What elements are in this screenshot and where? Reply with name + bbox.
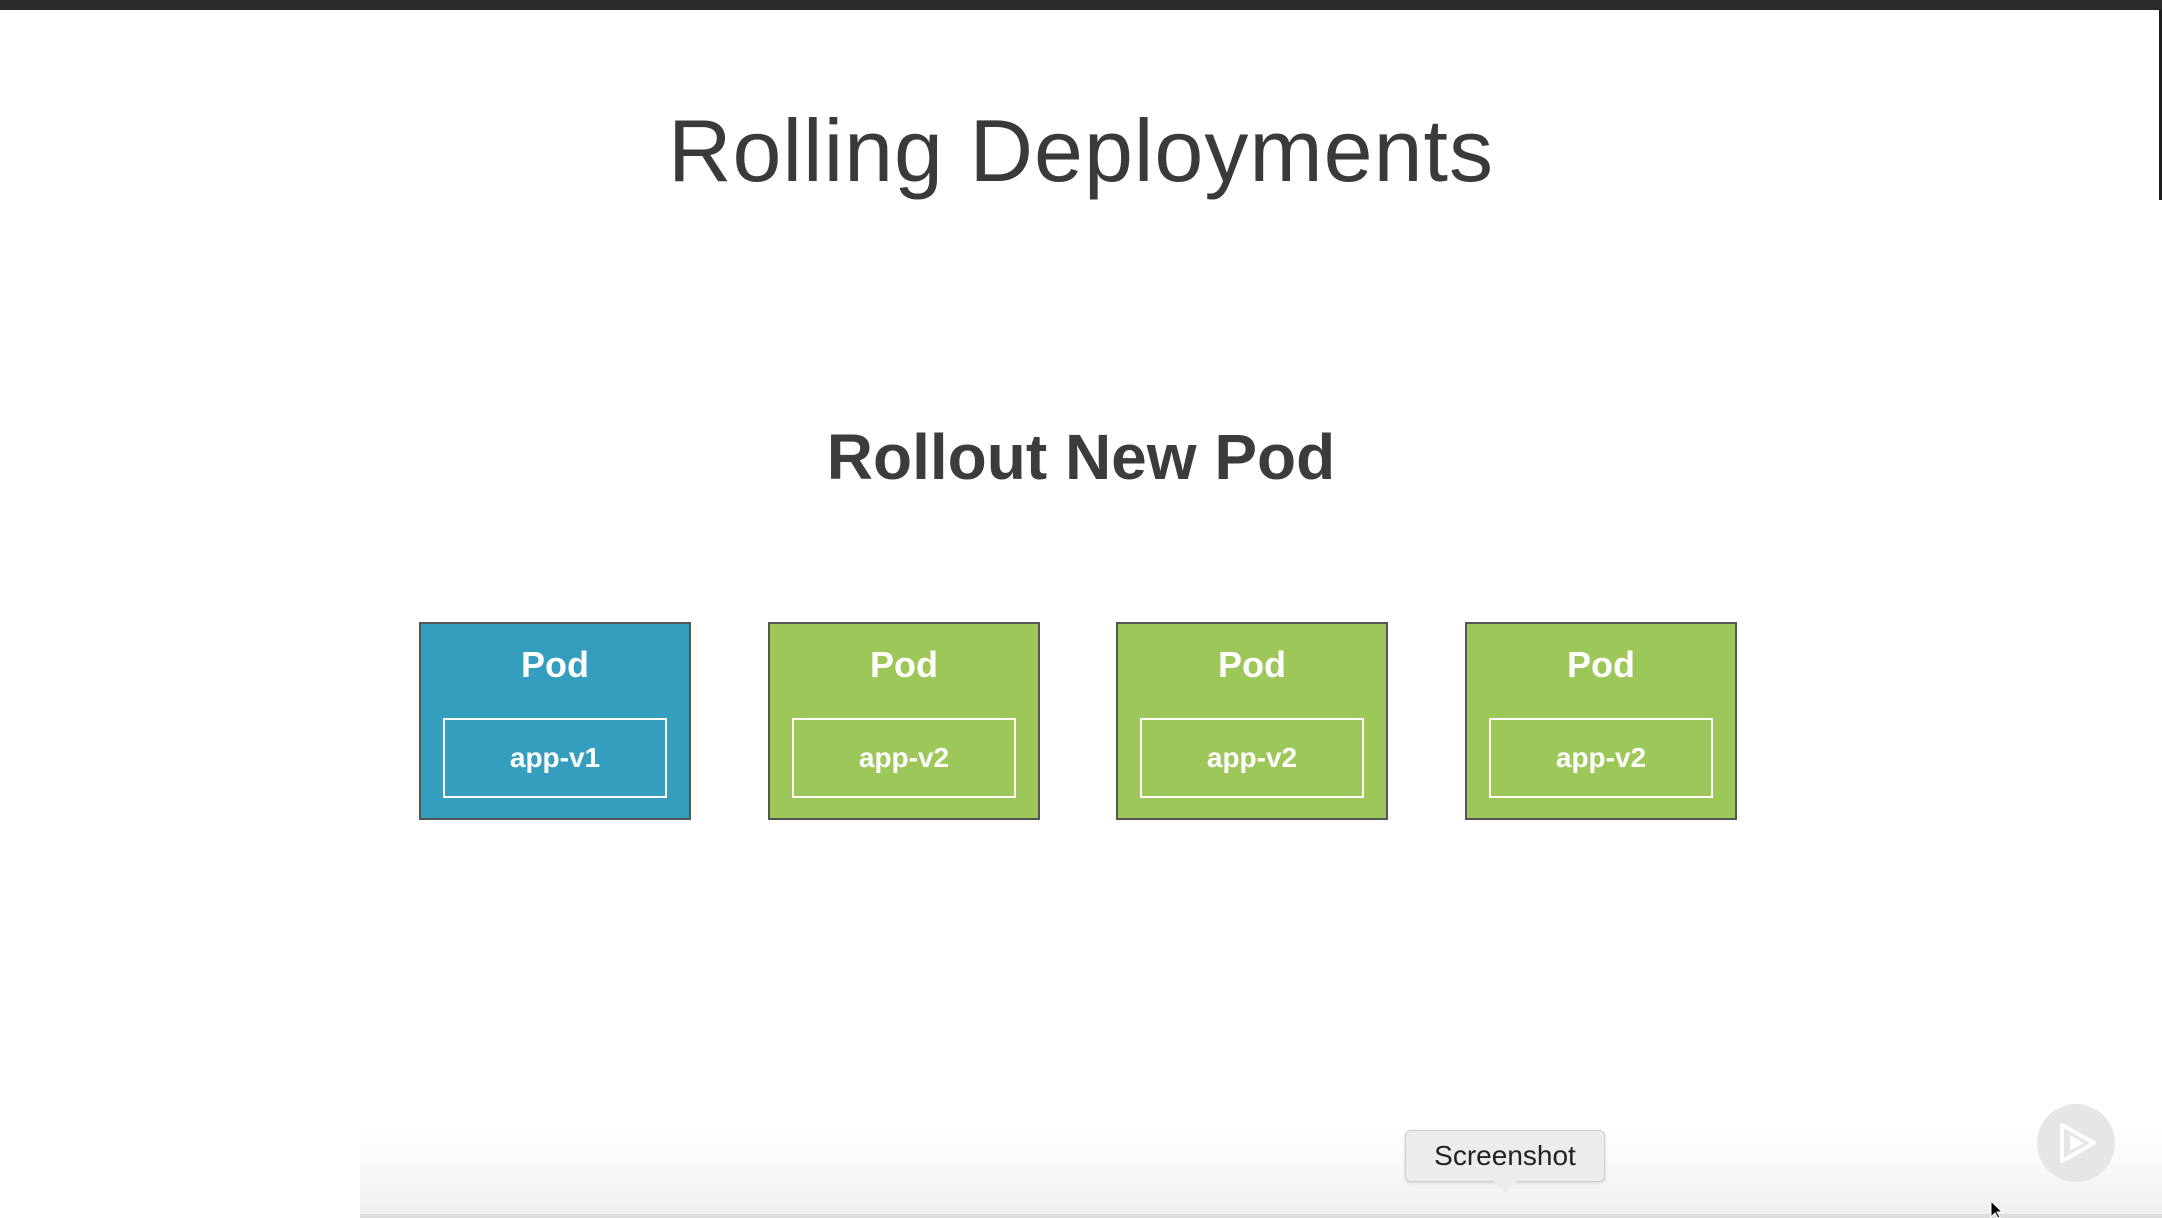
slide-title: Rolling Deployments — [667, 101, 1495, 200]
screenshot-tooltip: Screenshot — [1405, 1130, 1605, 1182]
play-icon — [2060, 1123, 2096, 1163]
pod-label: Pod — [870, 644, 938, 685]
pod-box: Pod app-v1 — [419, 622, 691, 820]
tooltip-arrow — [1493, 1181, 1517, 1193]
container-label: app-v1 — [443, 718, 667, 798]
window-top-bar — [0, 0, 2162, 10]
pod-box: Pod app-v2 — [1465, 622, 1737, 820]
window-right-edge — [2159, 10, 2162, 200]
container-label: app-v2 — [792, 718, 1016, 798]
pod-label: Pod — [1218, 644, 1286, 685]
player-controls-shade — [360, 1130, 2162, 1218]
play-button[interactable] — [2037, 1104, 2115, 1182]
container-label: app-v2 — [1140, 718, 1364, 798]
pod-label: Pod — [521, 644, 589, 685]
pod-label: Pod — [1567, 644, 1635, 685]
mouse-cursor-icon — [1990, 1200, 2004, 1218]
player-progress-track[interactable] — [360, 1214, 2162, 1218]
pod-box: Pod app-v2 — [1116, 622, 1388, 820]
pod-box: Pod app-v2 — [768, 622, 1040, 820]
slide-subtitle: Rollout New Pod — [826, 421, 1336, 493]
container-label: app-v2 — [1489, 718, 1713, 798]
